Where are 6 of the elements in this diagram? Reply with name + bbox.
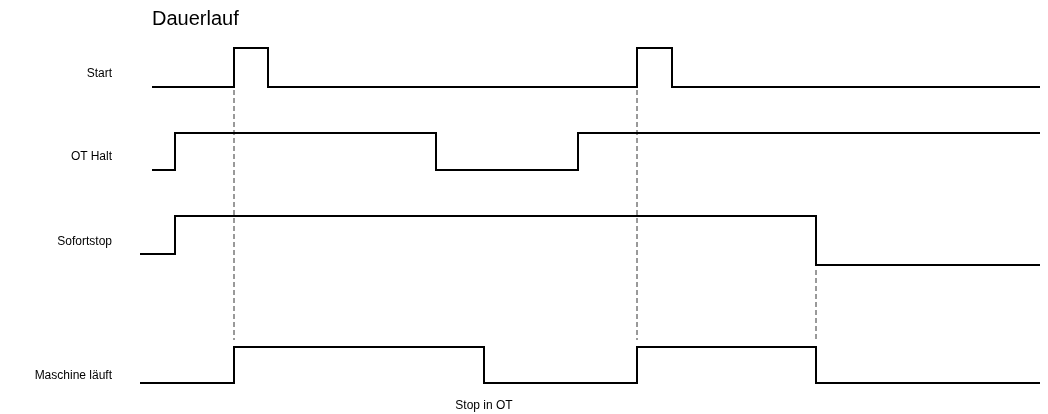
annotation-text: Stop in OT: [455, 398, 513, 412]
signal-label: Maschine läuft: [34, 368, 112, 382]
signal-label: OT Halt: [70, 149, 112, 163]
diagram-title: Dauerlauf: [152, 7, 239, 30]
signal-label: Sofortstop: [57, 234, 112, 248]
signal-label: Start: [86, 66, 112, 80]
